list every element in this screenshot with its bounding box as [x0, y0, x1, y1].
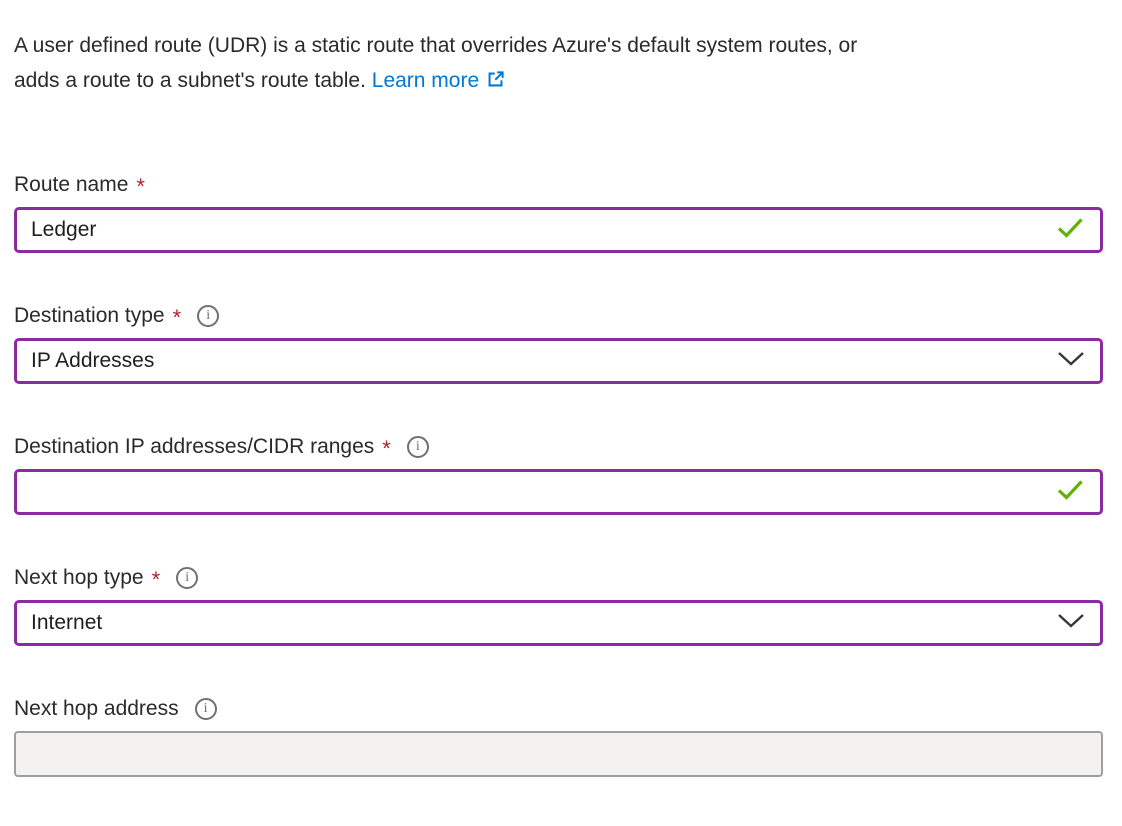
info-icon[interactable]: i: [194, 697, 217, 720]
next-hop-address-label: Next hop address: [14, 697, 179, 720]
next-hop-type-dropdown[interactable]: Internet: [14, 600, 1103, 646]
required-asterisk: *: [382, 435, 391, 461]
route-name-label: Route name: [14, 173, 129, 196]
field-next-hop-address: Next hop address i: [14, 696, 1103, 777]
next-hop-address-input: [16, 733, 1101, 775]
field-route-name: Route name *: [14, 172, 1103, 253]
destination-ip-input-wrap: [14, 469, 1103, 515]
description-line2: adds a route to a subnet's route table.: [14, 69, 366, 92]
udr-description: A user defined route (UDR) is a static r…: [14, 28, 1103, 100]
valid-check-icon: [1055, 478, 1085, 507]
info-icon[interactable]: i: [176, 566, 199, 589]
valid-check-icon: [1055, 216, 1085, 245]
destination-ip-input[interactable]: [17, 472, 1100, 512]
field-next-hop-type: Next hop type * i Internet: [14, 565, 1103, 646]
next-hop-type-value: Internet: [31, 611, 103, 634]
field-destination-type: Destination type * i IP Addresses: [14, 303, 1103, 384]
destination-type-label: Destination type: [14, 304, 165, 327]
route-name-input[interactable]: [17, 210, 1100, 250]
destination-type-value: IP Addresses: [31, 349, 155, 372]
required-asterisk: *: [136, 173, 145, 199]
next-hop-type-label: Next hop type: [14, 566, 144, 589]
destination-type-dropdown[interactable]: IP Addresses: [14, 338, 1103, 384]
next-hop-address-input-wrap: [14, 731, 1103, 777]
info-icon[interactable]: i: [406, 435, 429, 458]
required-asterisk: *: [172, 304, 182, 330]
route-name-input-wrap: [14, 207, 1103, 253]
destination-ip-label: Destination IP addresses/CIDR ranges: [14, 435, 375, 458]
learn-more-link[interactable]: Learn more: [371, 69, 480, 92]
chevron-down-icon: [1057, 611, 1085, 635]
required-asterisk: *: [151, 566, 161, 592]
field-destination-ip: Destination IP addresses/CIDR ranges * i: [14, 434, 1103, 515]
chevron-down-icon: [1057, 349, 1085, 373]
info-icon[interactable]: i: [197, 304, 220, 327]
description-line1: A user defined route (UDR) is a static r…: [14, 34, 858, 57]
external-link-icon[interactable]: [486, 71, 505, 94]
